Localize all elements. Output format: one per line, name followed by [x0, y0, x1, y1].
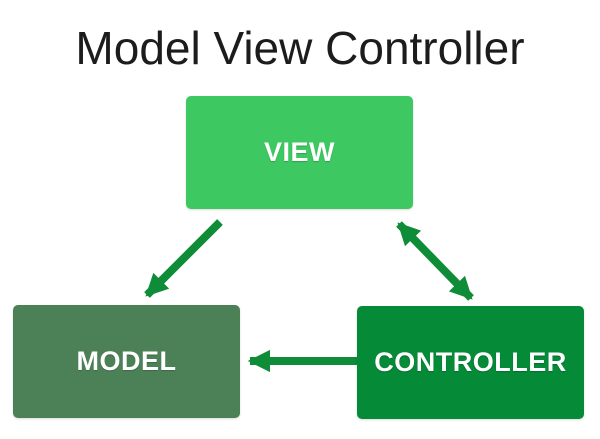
arrow-view-controller-two-way — [396, 221, 474, 301]
arrow-view-to-model — [144, 219, 223, 298]
node-model-label: MODEL — [76, 346, 177, 376]
node-view: VIEW — [186, 96, 413, 209]
node-model: MODEL — [13, 305, 240, 418]
node-controller: CONTROLLER — [357, 306, 584, 419]
node-view-label: VIEW — [263, 137, 335, 167]
node-controller-label: CONTROLLER — [374, 347, 567, 377]
diagram-title: Model View Controller — [75, 22, 525, 74]
